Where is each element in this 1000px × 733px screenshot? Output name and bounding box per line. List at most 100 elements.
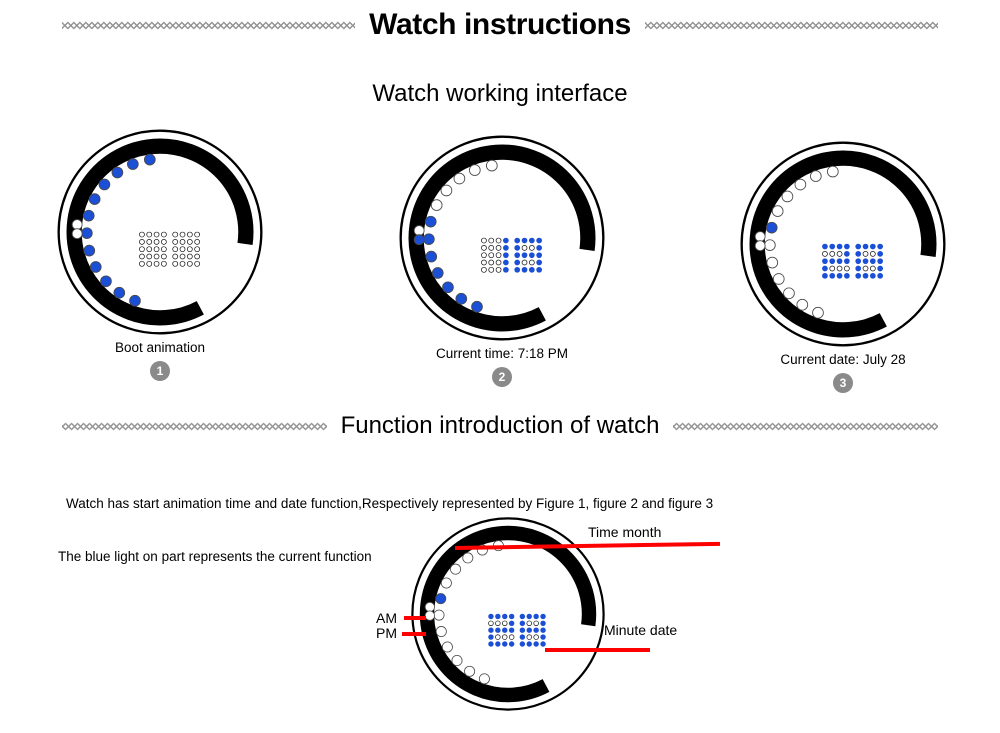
led-ring-dot	[435, 593, 447, 605]
pointer-line-am	[404, 616, 426, 620]
matrix-dot	[502, 613, 508, 620]
matrix-dot	[172, 231, 179, 238]
led-ring-dot	[440, 577, 452, 589]
matrix-dot	[519, 620, 526, 627]
led-ring-dot	[111, 166, 124, 179]
matrix-dot	[822, 243, 828, 250]
matrix-dot	[508, 634, 515, 640]
matrix-dot	[836, 251, 843, 257]
matrix-dot	[526, 627, 532, 633]
led-ring-dot	[431, 267, 444, 279]
zigzag-rule-right	[644, 20, 939, 30]
led-ring-dot	[485, 159, 498, 172]
matrix-dot	[533, 634, 539, 640]
led-ring	[764, 165, 839, 319]
matrix-dot	[822, 258, 828, 265]
matrix-dot	[862, 243, 869, 250]
matrix-dot	[844, 251, 850, 257]
matrix-dot	[528, 252, 535, 259]
watch-face	[57, 129, 263, 335]
am-pm-indicator	[424, 601, 435, 621]
matrix-dot	[536, 245, 543, 251]
watch-caption: Current date: July 28	[780, 352, 906, 367]
led-ring-dot	[126, 158, 139, 170]
matrix-dot	[146, 246, 153, 253]
led-ring-dot	[81, 227, 93, 239]
matrix-dot	[519, 641, 526, 647]
dot-matrix-display	[139, 231, 201, 267]
matrix-dot	[836, 258, 843, 265]
matrix-dot	[514, 245, 521, 251]
matrix-dot	[194, 253, 201, 260]
matrix-dot	[495, 613, 501, 620]
matrix-dot	[521, 237, 528, 244]
matrix-dot	[503, 237, 509, 244]
matrix-dot	[508, 641, 515, 647]
led-ring-dot	[450, 563, 462, 575]
matrix-dot	[844, 243, 850, 250]
matrix-dot	[172, 246, 179, 253]
led-ring-dot	[441, 641, 453, 653]
watch-caption: Current time: 7:18 PM	[435, 346, 569, 361]
pm-indicator-dot	[413, 234, 425, 246]
matrix-dot	[514, 259, 521, 266]
matrix-dot	[481, 266, 487, 273]
matrix-dot	[855, 272, 862, 279]
annotation-time-month: Time month	[588, 524, 662, 540]
matrix-dot	[508, 613, 515, 620]
matrix-dot	[869, 265, 876, 272]
led-ring	[423, 159, 498, 313]
led-ring-dot	[796, 298, 809, 311]
matrix-dot	[869, 251, 876, 257]
led-ring-dot	[430, 199, 443, 211]
led-ring-dot	[766, 256, 779, 269]
matrix-dot	[194, 231, 201, 238]
matrix-dot	[172, 260, 179, 267]
watch-caption: Boot animation	[114, 340, 206, 355]
pm-indicator-dot	[754, 240, 766, 252]
matrix-dot	[153, 239, 160, 245]
matrix-dot	[495, 634, 501, 640]
matrix-dot	[862, 265, 869, 272]
led-ring-dot	[435, 626, 447, 638]
matrix-dot	[528, 259, 535, 266]
matrix-dot	[822, 251, 828, 257]
matrix-dot	[481, 259, 487, 266]
pm-indicator-dot	[71, 228, 83, 240]
matrix-dot	[533, 641, 539, 647]
matrix-dot	[194, 239, 201, 245]
matrix-dot	[495, 641, 501, 647]
function-paragraph-1: Watch has start animation time and date …	[66, 496, 714, 511]
pointer-line-pm	[402, 632, 426, 636]
matrix-dot	[877, 258, 884, 265]
led-ring-dot	[826, 165, 839, 178]
annotated-watch-diagram	[408, 514, 608, 719]
matrix-dot	[161, 246, 167, 253]
matrix-dot	[877, 251, 884, 257]
led-ring-dot	[471, 300, 483, 313]
matrix-dot	[179, 231, 186, 238]
matrix-dot	[540, 613, 546, 620]
matrix-dot	[528, 266, 535, 273]
zigzag-rule-right-2	[673, 421, 938, 431]
matrix-dot	[521, 259, 528, 266]
matrix-dot	[502, 627, 508, 633]
am-indicator-dot	[424, 601, 435, 613]
matrix-dot	[526, 634, 532, 640]
matrix-dot	[836, 272, 843, 279]
led-ring-dot	[113, 286, 126, 299]
led-ring-dot	[771, 205, 784, 217]
matrix-dot	[488, 245, 495, 251]
matrix-dot	[829, 265, 836, 272]
watch-bezel	[740, 141, 946, 347]
matrix-dot	[502, 634, 508, 640]
matrix-dot	[540, 627, 546, 633]
matrix-dot	[179, 260, 186, 267]
led-ring-dot	[423, 233, 435, 245]
matrix-dot	[528, 237, 535, 244]
matrix-dot	[836, 265, 843, 272]
matrix-dot	[153, 260, 160, 267]
watch-bezel	[399, 135, 605, 341]
matrix-dot	[153, 231, 160, 238]
figure-number-badge: 3	[833, 373, 853, 393]
